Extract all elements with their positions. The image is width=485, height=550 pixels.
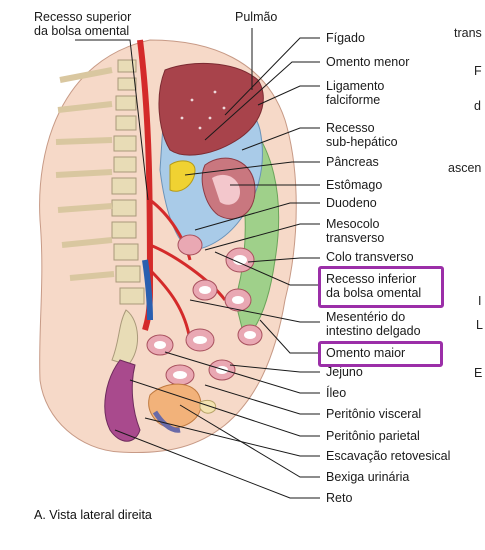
- label-rectum: Reto: [326, 491, 353, 505]
- label-liver: Fígado: [326, 31, 365, 45]
- figure-caption: A. Vista lateral direita: [34, 508, 152, 522]
- cut-text-6: L: [476, 318, 483, 332]
- cut-text-2: F: [474, 64, 482, 78]
- label-pancreas: Pâncreas: [326, 155, 379, 169]
- label-duodenum: Duodeno: [326, 196, 377, 210]
- label-falciform-ligament: Ligamento falciforme: [326, 79, 385, 107]
- label-lesser-omentum: Omento menor: [326, 55, 410, 69]
- vena-cava: [142, 259, 153, 321]
- label-visceral-peritoneum: Peritônio visceral: [326, 407, 422, 421]
- liver: [158, 63, 264, 156]
- leader-lines: [75, 28, 320, 499]
- label-stomach: Estômago: [326, 178, 383, 192]
- label-subhepatic-recess: Recesso sub-hepático: [326, 121, 398, 149]
- cut-text-1: trans: [454, 26, 482, 40]
- label-rectovesical-pouch: Escavação retovesical: [326, 449, 451, 463]
- intestine-loops: [146, 234, 263, 386]
- pancreas: [169, 160, 196, 192]
- label-greater-omentum: Omento maior: [326, 346, 406, 360]
- label-transverse-colon: Colo transverso: [326, 250, 414, 264]
- highlight-greater-omentum: [318, 341, 443, 367]
- label-superior-recess: Recesso superior da bolsa omental: [34, 10, 132, 38]
- label-inferior-recess: Recesso inferior da bolsa omental: [326, 272, 422, 300]
- label-mesentery: Mesentério do intestino delgado: [326, 310, 421, 338]
- label-parietal-peritoneum: Peritônio parietal: [326, 429, 420, 443]
- cut-text-5: I: [478, 294, 482, 308]
- label-transverse-mesocolon: Mesocolo transverso: [326, 217, 385, 245]
- bladder: [148, 383, 202, 429]
- label-jejunum: Jejuno: [326, 365, 363, 379]
- spine: [55, 59, 145, 366]
- label-ileum: Íleo: [326, 386, 347, 400]
- label-bladder: Bexiga urinária: [326, 470, 410, 484]
- label-lung: Pulmão: [235, 10, 278, 24]
- cut-text-7: E: [474, 366, 483, 380]
- cut-text-3: d: [474, 99, 481, 113]
- cut-text-4: ascen: [448, 161, 482, 175]
- highlight-inferior-recess: [318, 266, 444, 308]
